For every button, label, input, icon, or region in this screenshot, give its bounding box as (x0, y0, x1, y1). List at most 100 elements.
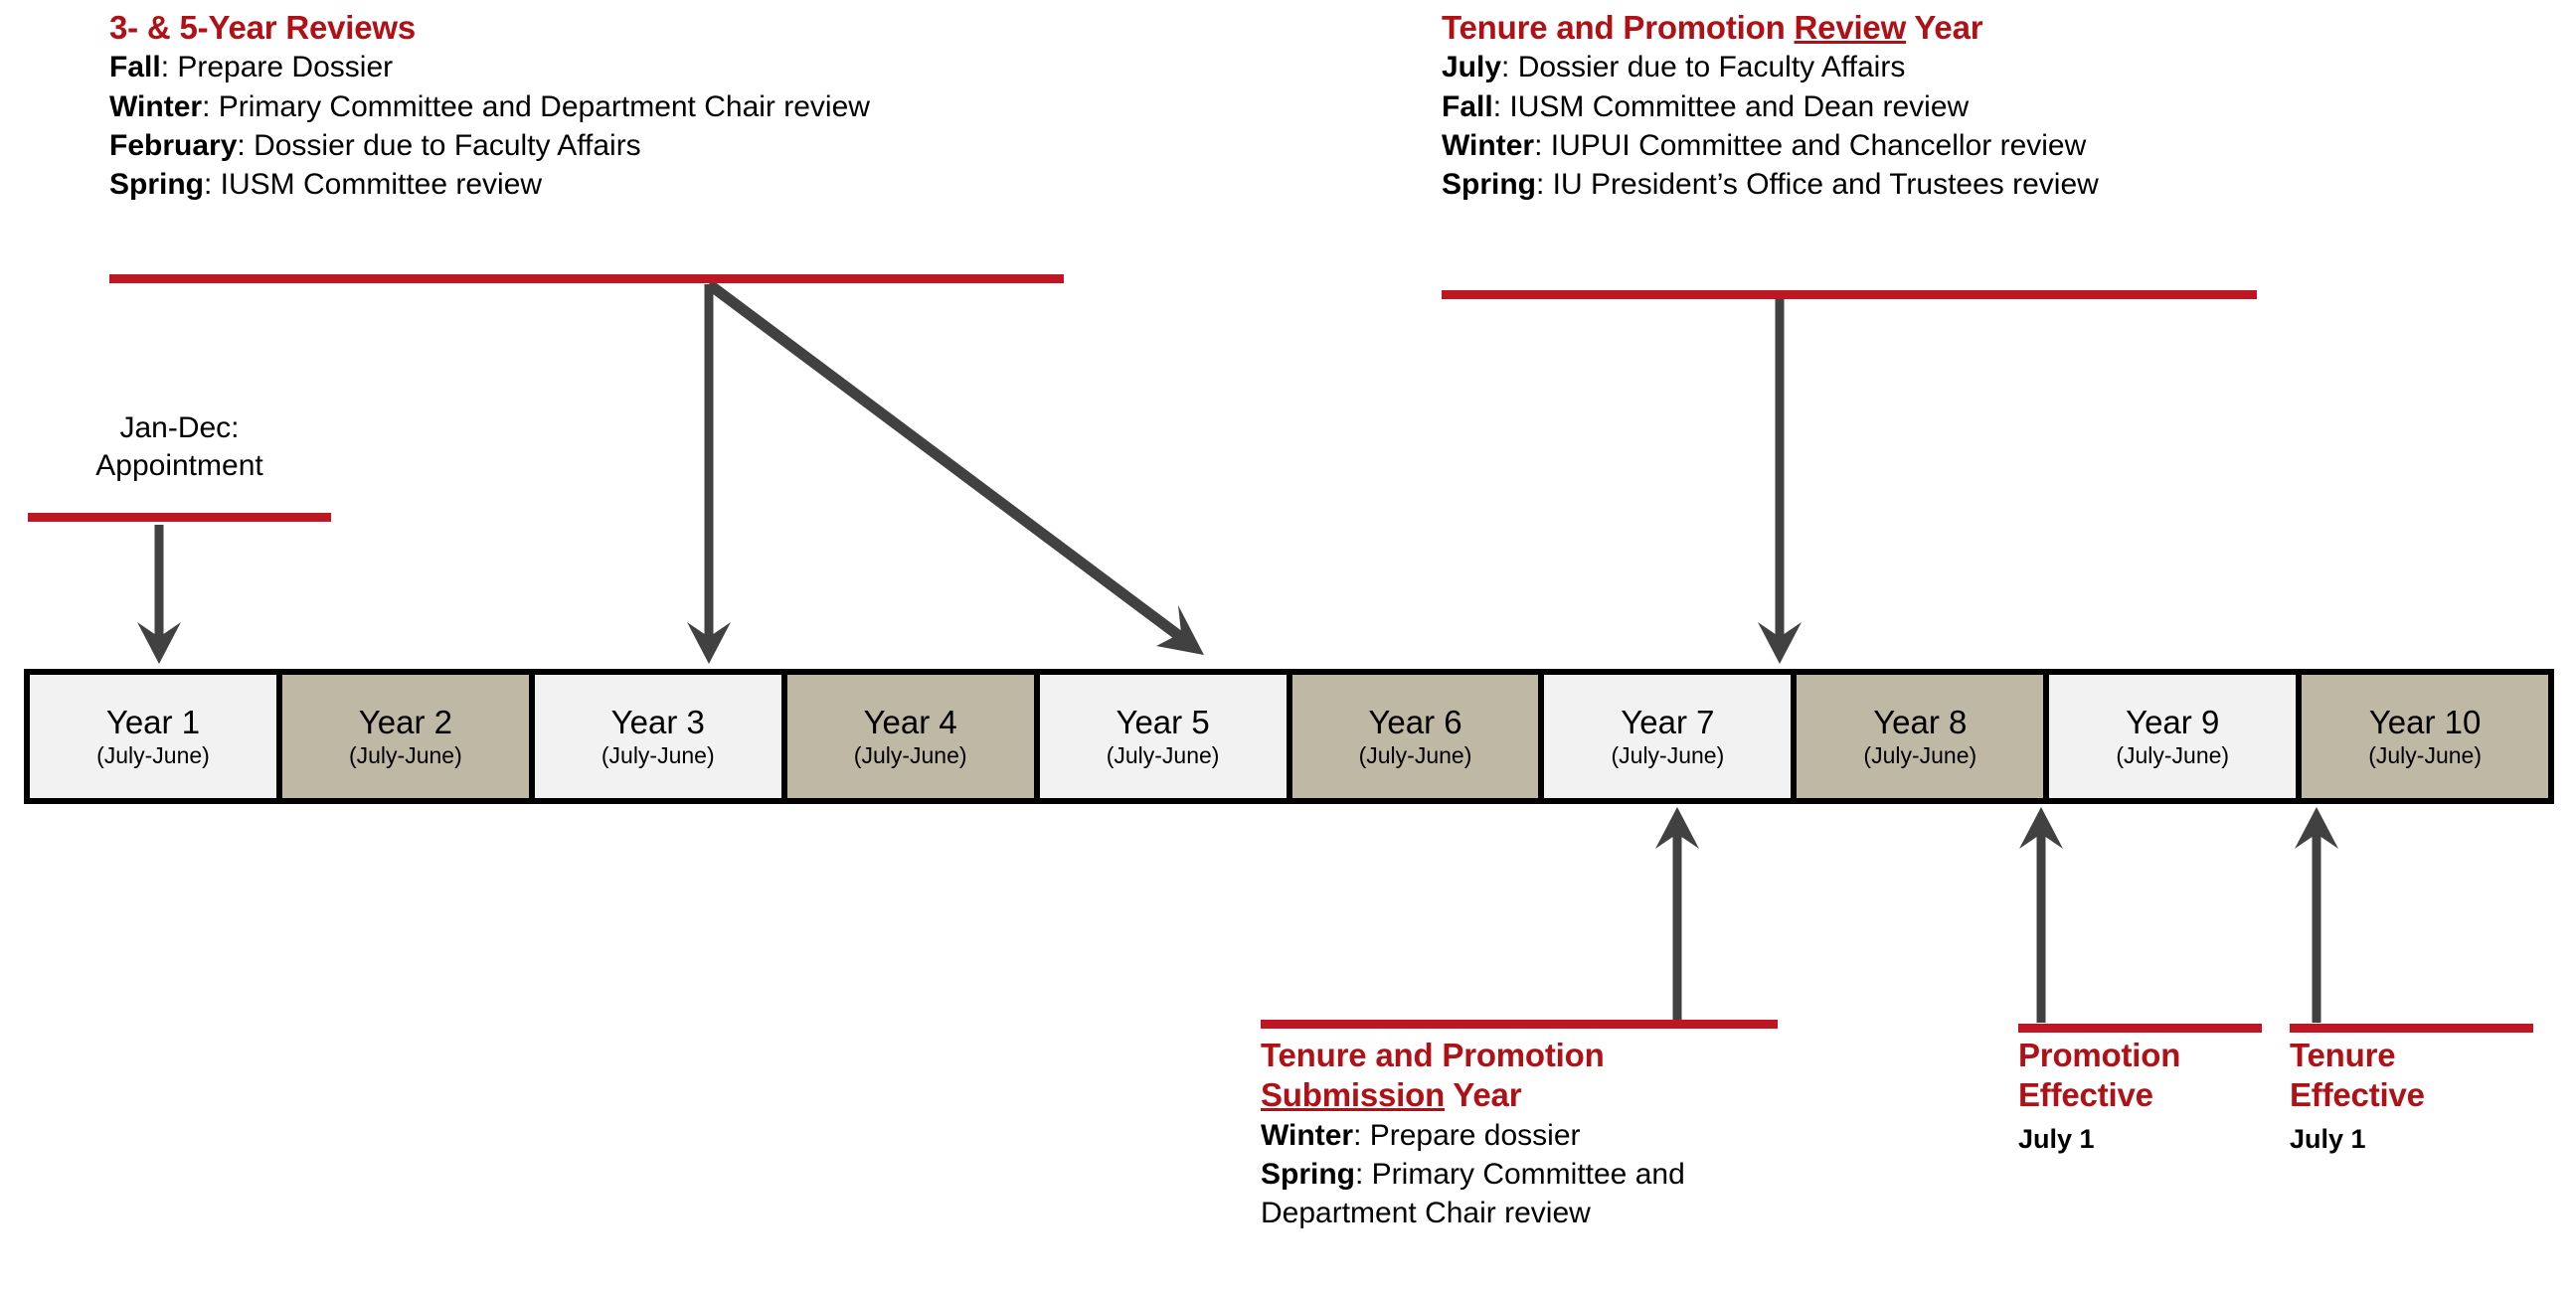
year-label-5: Year 5 (1116, 704, 1210, 741)
review-year-item-3-term: Spring (1442, 168, 1536, 202)
review-year-item-3-text: IU President’s Office and Trustees revie… (1552, 168, 2099, 202)
review-year-item-3-sep: : (1536, 168, 1553, 202)
red-rule-reviews (109, 274, 1064, 283)
year-span-1: (July-June) (96, 741, 210, 768)
year-cell-4[interactable]: Year 4(July-June) (786, 675, 1040, 798)
review-year-item-1-sep: : (1492, 89, 1510, 123)
reviews-block: 3- & 5-Year Reviews Fall: Prepare Dossie… (109, 8, 1123, 204)
review-year-block: Tenure and Promotion Review Year July: D… (1442, 8, 2495, 204)
reviews-item-0-sep: : (160, 51, 178, 84)
red-rule-appointment (28, 513, 331, 522)
review-year-item-2-term: Winter (1442, 128, 1535, 162)
red-rule-tenure-effective (2290, 1024, 2533, 1033)
year-cell-2[interactable]: Year 2(July-June) (281, 675, 535, 798)
year-cell-7[interactable]: Year 7(July-June) (1544, 675, 1798, 798)
review-year-item-0-text: Dossier due to Faculty Affairs (1517, 51, 1906, 84)
arrow-tenure-effective-to-year10 (2295, 807, 2338, 1023)
appointment-block: Jan-Dec: Appointment (28, 409, 331, 486)
submission-year-item-1-text: Primary Committee and Department Chair r… (1261, 1157, 1685, 1230)
submission-year-item-0-sep: : (1353, 1118, 1370, 1152)
tenure-effective-block: Tenure Effective July 1 (2290, 1036, 2538, 1157)
submission-year-block: Tenure and Promotion Submission Year Win… (1261, 1036, 1788, 1232)
year-span-9: (July-June) (2116, 741, 2230, 768)
year-span-6: (July-June) (1358, 741, 1472, 768)
year-cell-6[interactable]: Year 6(July-June) (1291, 675, 1545, 798)
reviews-item-1-term: Winter (109, 89, 203, 123)
review-year-item-1-text: IUSM Committee and Dean review (1509, 89, 1970, 123)
arrow-appointment-to-year1 (137, 525, 181, 664)
year-label-4: Year 4 (863, 704, 957, 741)
red-rule-submission-year (1261, 1020, 1778, 1029)
reviews-item-1-text: Primary Committee and Department Chair r… (218, 89, 870, 123)
year-span-3: (July-June) (601, 741, 715, 768)
year-span-7: (July-June) (1611, 741, 1725, 768)
appointment-line-1: Jan-Dec: (119, 411, 240, 444)
submission-year-item-1: Spring: Primary Committee and Department… (1261, 1155, 1788, 1233)
year-label-10: Year 10 (2368, 704, 2482, 741)
reviews-item-3-term: Spring (109, 168, 204, 202)
red-rule-promotion-effective (2018, 1024, 2262, 1033)
year-span-8: (July-June) (1863, 741, 1977, 768)
tenure-effective-title-line-2: Effective (2290, 1076, 2425, 1114)
arrow-reviews-to-year3 (687, 284, 731, 664)
reviews-item-2-term: February (109, 128, 238, 162)
reviews-item-2-text: Dossier due to Faculty Affairs (254, 128, 641, 162)
reviews-item-1: Winter: Primary Committee and Department… (109, 87, 1123, 126)
review-year-item-2-sep: : (1534, 128, 1551, 162)
tenure-effective-title-line-1: Tenure (2290, 1037, 2396, 1073)
reviews-item-2-sep: : (237, 128, 255, 162)
promotion-effective-block: Promotion Effective July 1 (2018, 1036, 2267, 1157)
year-cell-8[interactable]: Year 8(July-June) (1797, 675, 2050, 798)
year-label-6: Year 6 (1368, 704, 1462, 741)
year-label-7: Year 7 (1621, 704, 1715, 741)
year-span-2: (July-June) (348, 741, 462, 768)
year-cell-9[interactable]: Year 9(July-June) (2049, 675, 2303, 798)
year-span-5: (July-June) (1106, 741, 1220, 768)
review-year-item-0-term: July (1442, 51, 1502, 84)
year-span-4: (July-June) (853, 741, 967, 768)
review-year-title: Tenure and Promotion Review Year (1442, 8, 2495, 48)
submission-year-title: Tenure and Promotion Submission Year (1261, 1036, 1788, 1116)
red-rule-review-year (1442, 290, 2257, 299)
reviews-item-3: Spring: IUSM Committee review (109, 165, 1123, 204)
year-cell-1[interactable]: Year 1(July-June) (30, 675, 282, 798)
year-label-1: Year 1 (105, 704, 201, 741)
review-year-item-0: July: Dossier due to Faculty Affairs (1442, 48, 2495, 86)
year-label-8: Year 8 (1873, 704, 1968, 741)
reviews-item-0: Fall: Prepare Dossier (109, 48, 1123, 86)
promotion-effective-note: July 1 (2018, 1123, 2095, 1154)
submission-year-item-0: Winter: Prepare dossier (1261, 1116, 1788, 1155)
year-label-3: Year 3 (610, 704, 705, 741)
submission-year-item-1-term: Spring (1261, 1157, 1355, 1191)
review-year-item-0-sep: : (1501, 51, 1518, 84)
submission-year-item-0-text: Prepare dossier (1369, 1118, 1581, 1152)
year-label-9: Year 9 (2126, 704, 2220, 741)
arrow-reviews-to-year5-diagonal (705, 279, 1204, 655)
year-span-10: (July-June) (2368, 741, 2482, 768)
review-year-item-1: Fall: IUSM Committee and Dean review (1442, 87, 2495, 126)
review-year-item-3: Spring: IU President’s Office and Truste… (1442, 165, 2495, 204)
review-year-item-2: Winter: IUPUI Committee and Chancellor r… (1442, 126, 2495, 165)
submission-year-title-post: Year (1445, 1076, 1522, 1114)
tenure-effective-note: July 1 (2290, 1123, 2366, 1154)
arrow-review-year-to-year8 (1758, 298, 1802, 664)
year-cell-10[interactable]: Year 10(July-June) (2302, 675, 2549, 798)
reviews-item-1-sep: : (202, 89, 219, 123)
reviews-item-0-text: Prepare Dossier (177, 51, 394, 84)
submission-year-item-1-sep: : (1355, 1157, 1372, 1191)
year-cell-5[interactable]: Year 5(July-June) (1039, 675, 1292, 798)
submission-year-title-underlined: Submission (1261, 1076, 1446, 1114)
promotion-effective-title-line-1: Promotion (2018, 1037, 2181, 1073)
review-year-item-1-term: Fall (1442, 89, 1493, 123)
submission-year-title-pre: Tenure and Promotion (1261, 1037, 1605, 1073)
reviews-item-3-sep: : (204, 168, 221, 202)
promotion-effective-title-line-2: Effective (2018, 1076, 2153, 1114)
year-label-2: Year 2 (358, 704, 452, 741)
timeline-bar: Year 1(July-June) Year 2(July-June) Year… (24, 669, 2554, 804)
year-cell-3[interactable]: Year 3(July-June) (534, 675, 787, 798)
reviews-title: 3- & 5-Year Reviews (109, 9, 417, 46)
review-year-item-2-text: IUPUI Committee and Chancellor review (1550, 128, 2087, 162)
appointment-line-2: Appointment (95, 449, 263, 483)
arrow-submission-year-to-year7 (1655, 807, 1699, 1023)
